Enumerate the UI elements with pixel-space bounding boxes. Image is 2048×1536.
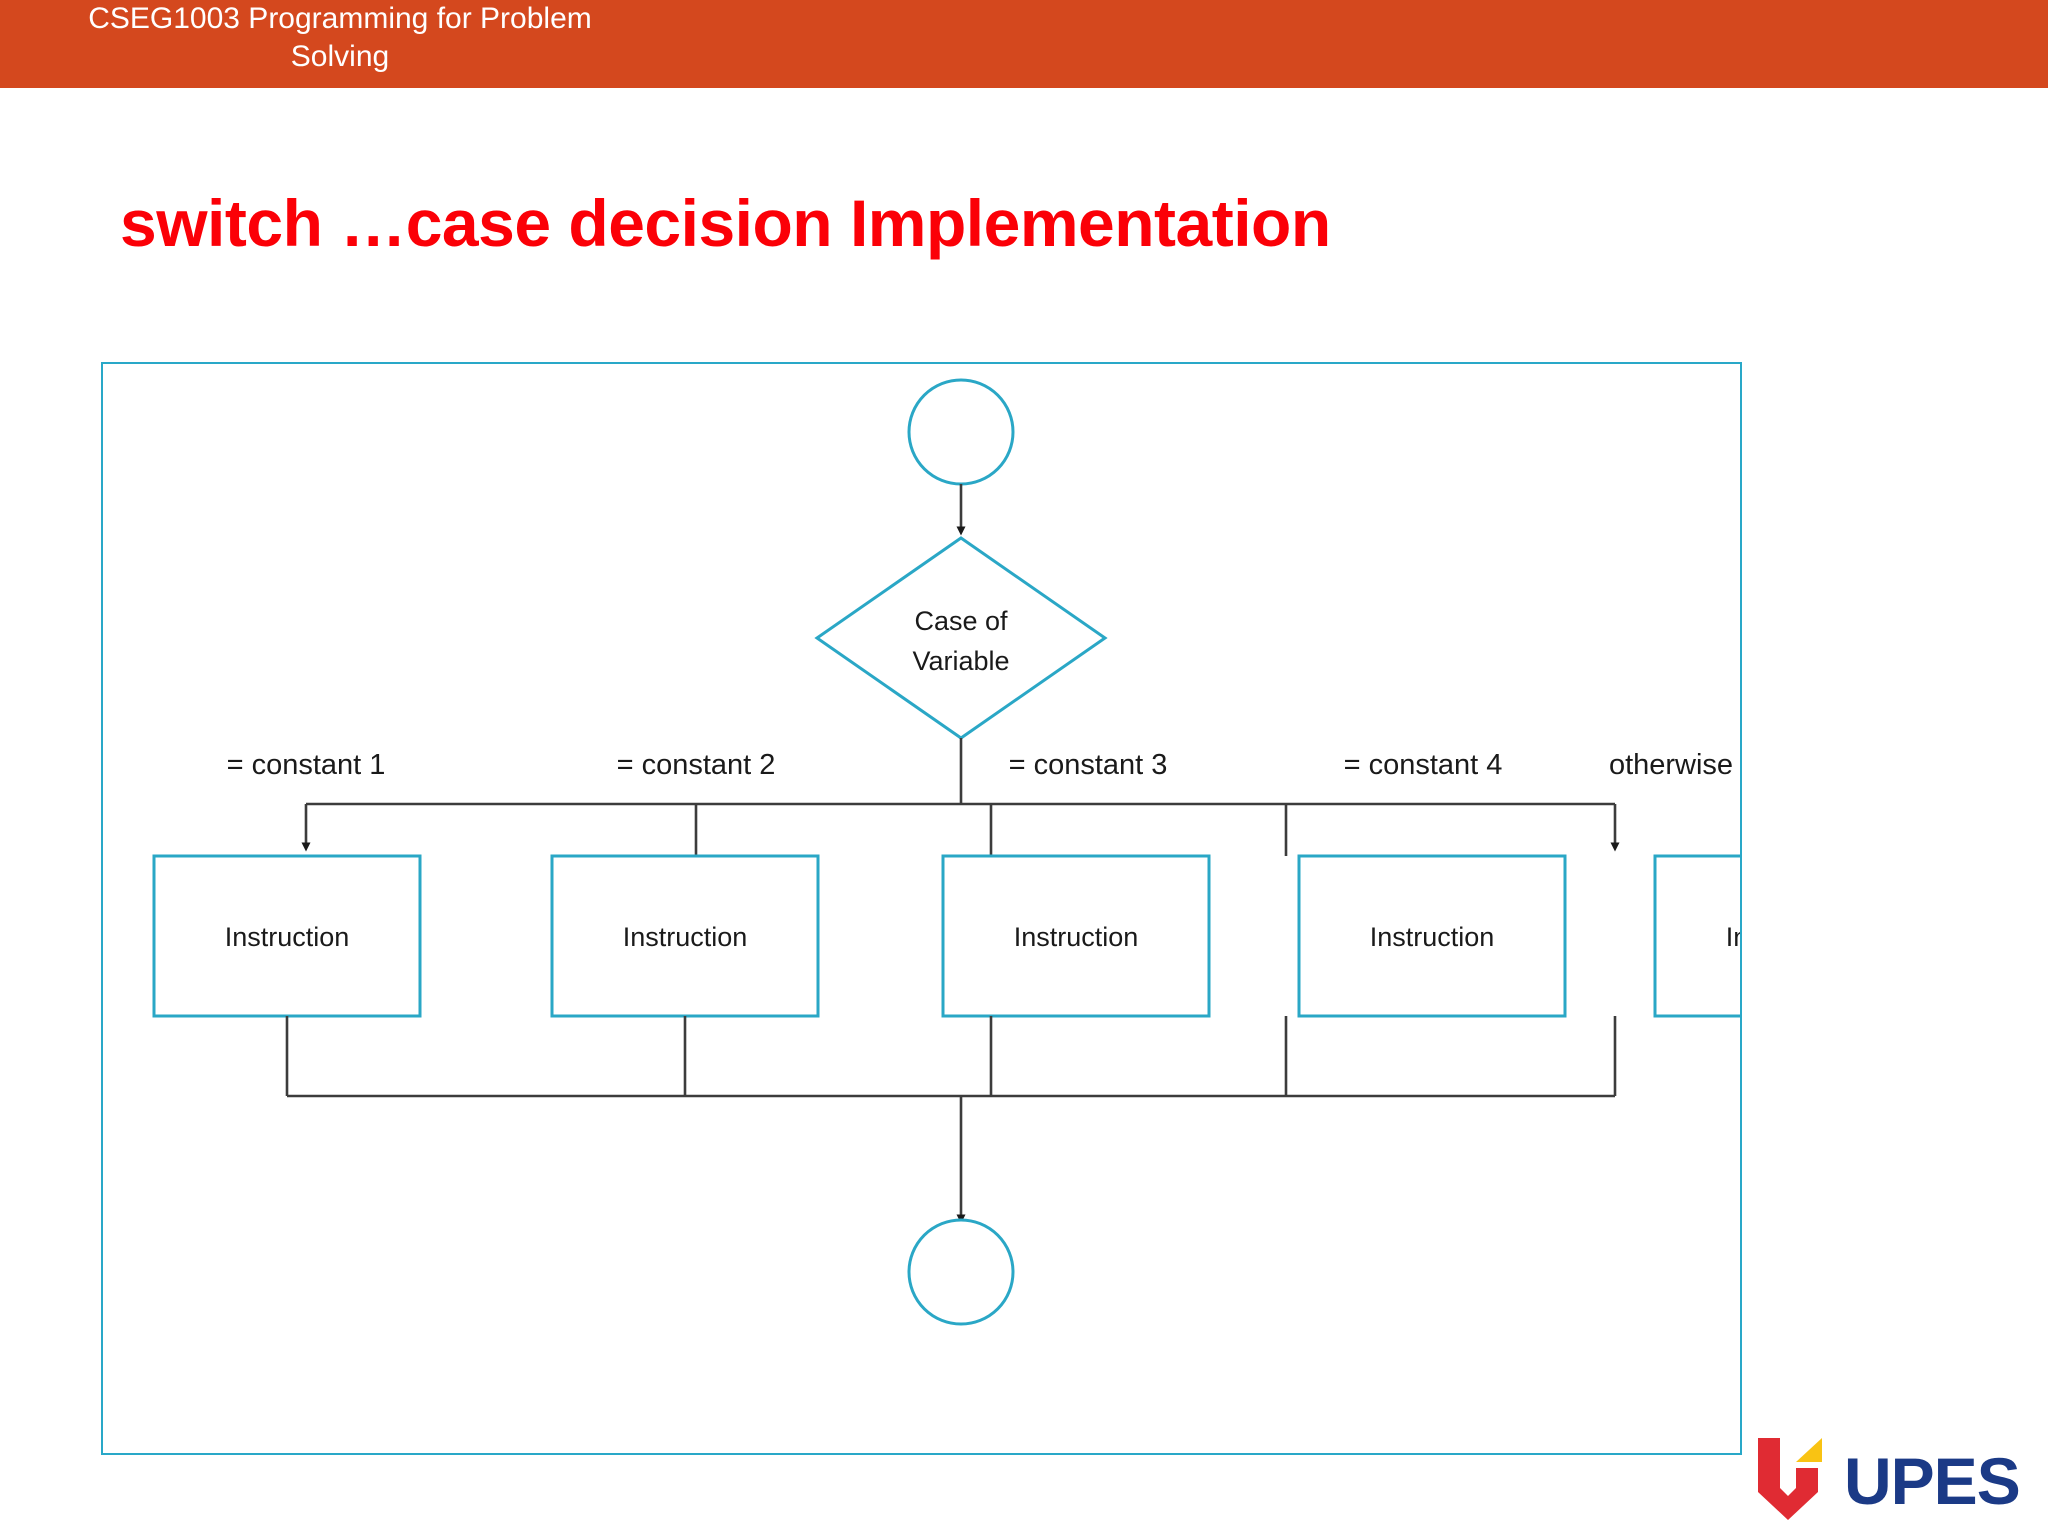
instruction-box-label-0: Instruction — [225, 922, 350, 952]
diagram-frame: Case of Variable = constant 1 = constant… — [101, 362, 1742, 1455]
upes-logo: UPES — [1748, 1432, 2038, 1524]
start-node — [907, 378, 1015, 486]
upes-wordmark: UPES — [1844, 1444, 2020, 1518]
instruction-box-3 — [1297, 854, 1567, 1018]
branch-label-1: = constant 2 — [617, 749, 776, 781]
instruction-box-0 — [152, 854, 422, 1018]
branch-label-3: = constant 4 — [1344, 749, 1503, 781]
instruction-box-label-1: Instruction — [623, 922, 748, 952]
end-node — [907, 1218, 1015, 1326]
switch-case-flowchart: Case of Variable = constant 1 = constant… — [152, 378, 1740, 1326]
branch-label-0: = constant 1 — [227, 749, 386, 781]
instruction-box-4 — [1653, 854, 1740, 1018]
course-title: CSEG1003 Programming for Problem Solving — [88, 2, 592, 73]
instruction-box-1 — [550, 854, 820, 1018]
instruction-box-2 — [941, 854, 1211, 1018]
instruction-box-label-2: Instruction — [1014, 922, 1139, 952]
header-band: CSEG1003 Programming for Problem Solving — [0, 0, 2048, 88]
decision-label-line1: Case of — [914, 606, 1008, 636]
branch-label-4: otherwise — [1609, 749, 1733, 781]
branch-label-2: = constant 3 — [1009, 749, 1168, 781]
instruction-box-label-3: Instruction — [1370, 922, 1495, 952]
page-title: switch …case decision Implementation — [120, 186, 1331, 260]
instruction-box-label-4: Instruction — [1726, 922, 1740, 952]
upes-shield-icon — [1758, 1438, 1822, 1520]
decision-node — [814, 536, 1108, 740]
decision-label-line2: Variable — [912, 646, 1009, 676]
